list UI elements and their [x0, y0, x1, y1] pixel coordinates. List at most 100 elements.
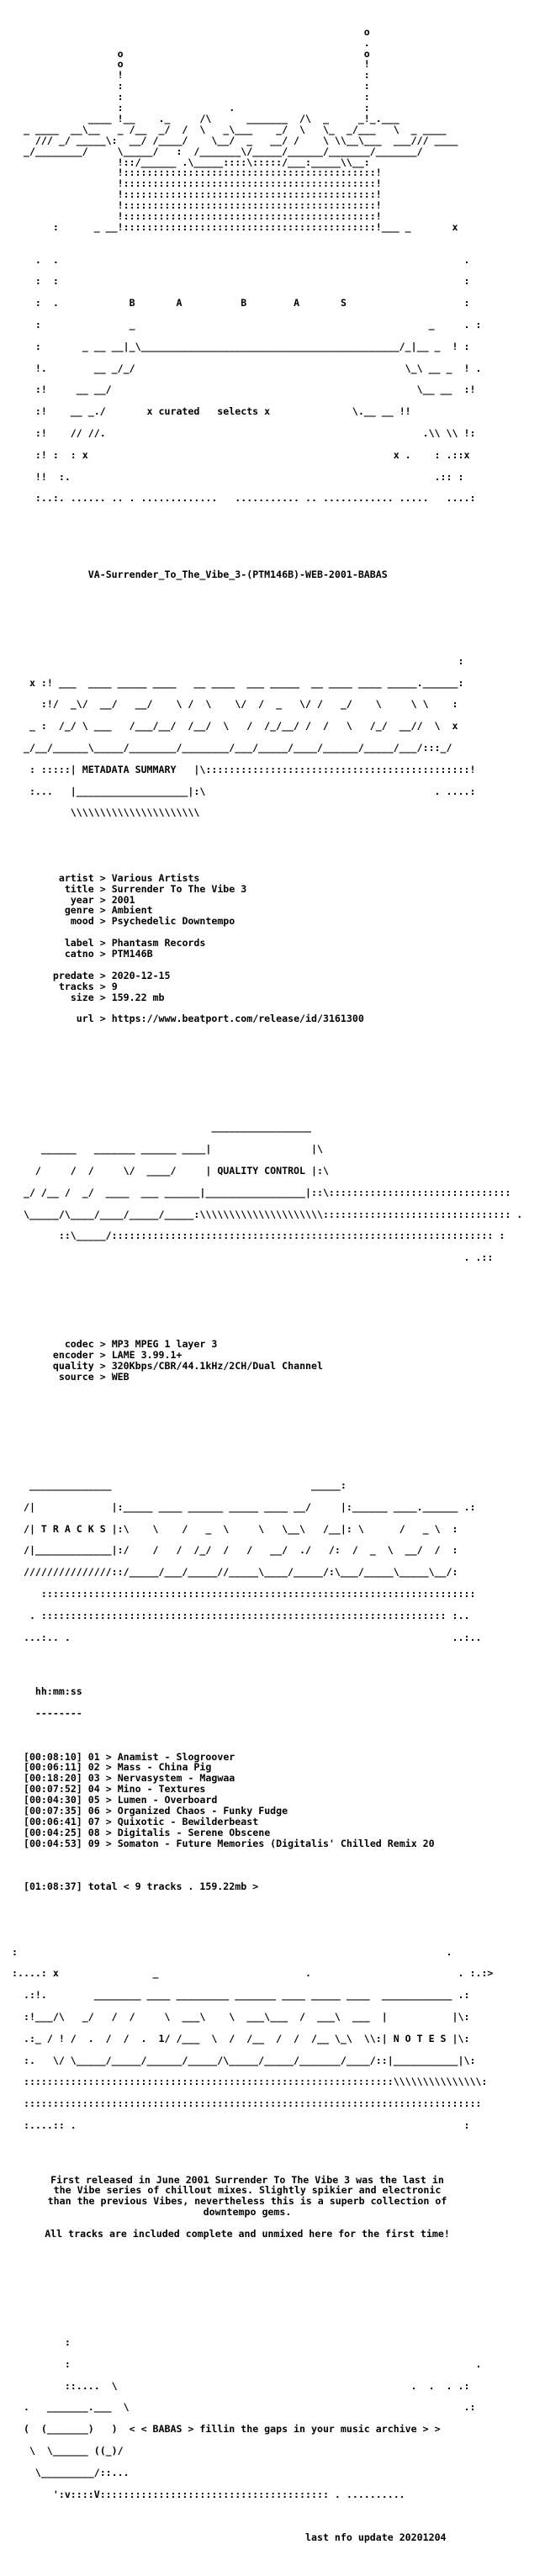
metadata-key: predate	[52, 969, 94, 981]
separator-arrow: >	[93, 915, 112, 928]
metadata-key: url	[76, 1013, 94, 1025]
metadata-row: url > https://www.beatport.com/release/i…	[12, 1013, 533, 1024]
metadata-key: tracks	[58, 980, 94, 992]
metadata-row: catno > PTM146B	[12, 949, 533, 960]
header-art-line: : . :	[12, 102, 370, 114]
metadata-list: artist > Various Artists title > Surrend…	[12, 871, 533, 1024]
metadata-value: 2001	[111, 893, 135, 906]
track-time: 00:18:20	[29, 1772, 77, 1785]
notes-line: All tracks are included complete and unm…	[45, 2227, 450, 2240]
group-letter-2: A	[176, 297, 183, 309]
separator-arrow: >	[93, 871, 112, 884]
track-time: 00:07:35	[29, 1804, 77, 1817]
metadata-value: Ambient	[111, 904, 153, 917]
separator-arrow: >	[93, 1371, 112, 1383]
quality-value: LAME 3.99.1+	[111, 1349, 183, 1362]
time-header: hh:mm:ss	[34, 1685, 82, 1698]
separator-arrow: >	[93, 991, 112, 1003]
notes-line: the Vibe series of chillout mixes. Sligh…	[53, 2184, 442, 2197]
track-title: Mino - Textures	[117, 1783, 206, 1796]
header-art-line: .	[12, 36, 370, 49]
track-title: Mass - China Pig	[117, 1761, 212, 1774]
metadata-row: year > 2001	[12, 893, 533, 906]
metadata-row: predate > 2020-12-15	[12, 969, 533, 981]
track-number: 04	[87, 1783, 100, 1796]
separator-arrow: >	[93, 1338, 112, 1351]
quality-banner: _________________ ______ _______ ______ …	[12, 1121, 523, 1264]
header-art-line: !:::::::::::::::::::::::::::::::::::::::…	[12, 199, 382, 212]
notes-line	[12, 2218, 483, 2229]
metadata-value: 2020-12-15	[111, 969, 171, 981]
quality-row: codec > MP3 MPEG 1 layer 3	[12, 1339, 533, 1350]
track-time: 00:04:53	[29, 1837, 77, 1849]
notes-text: First released in June 2001 Surrender To…	[12, 2173, 483, 2240]
notes-line: than the previous Vibes, nevertheless th…	[47, 2195, 447, 2208]
track-title: Organized Chaos - Funky Fudge	[117, 1804, 288, 1817]
header-art-line: !:::::::::::::::::::::::::::::::::::::::…	[12, 177, 382, 190]
separator-arrow: >	[93, 893, 112, 906]
notes-title: N O T E S	[393, 2032, 447, 2044]
notes-line: First released in June 2001 Surrender To…	[50, 2173, 444, 2186]
quality-title: QUALITY CONTROL	[217, 1164, 306, 1177]
header-art-line: _/________/ \_____/ : /_______\/_____/__…	[12, 145, 423, 157]
track-title: Anamist - Slogroover	[117, 1750, 235, 1763]
metadata-key: label	[64, 937, 94, 949]
header-art-line: /// _/ _____\: __/ /____/ \__/ _ __/ / \…	[12, 134, 458, 146]
track-time: 00:06:11	[29, 1761, 77, 1774]
quality-value: 320Kbps/CBR/44.1kHz/2CH/Dual Channel	[111, 1360, 323, 1373]
metadata-row: size > 159.22 mb	[12, 992, 533, 1003]
track-number: 07	[87, 1815, 100, 1828]
header-art-line: _ ____ __\__ _ /__ _/ / \ _\___ _/ \ \_ …	[12, 123, 447, 135]
track-title: Digitalis - Serene Obscene	[117, 1826, 271, 1838]
metadata-value: Psychedelic Downtempo	[111, 915, 235, 928]
group-letter-3: B	[241, 297, 247, 309]
header-art-line: !:::::::::::::::::::::::::::::::::::::::…	[12, 209, 382, 222]
track-number: 09	[87, 1837, 100, 1849]
quality-key: codec	[64, 1338, 94, 1351]
separator-arrow: >	[93, 1360, 112, 1373]
metadata-title: METADATA SUMMARY	[82, 763, 177, 775]
track-title: Nervasystem - Magwaa	[117, 1772, 235, 1785]
metadata-row: artist > Various Artists	[12, 871, 533, 884]
last-update: last nfo update 20201204	[305, 2531, 447, 2544]
header-art-line: o o	[12, 47, 370, 60]
header-logo-art: o . o o o !	[12, 26, 533, 233]
quality-row: quality > 320Kbps/CBR/44.1kHz/2CH/Dual C…	[12, 1361, 533, 1372]
metadata-row: title > Surrender To The Vibe 3	[12, 882, 533, 895]
metadata-key: year	[70, 893, 94, 906]
track-row: [00:04:53] 09 > Somaton - Future Memorie…	[12, 1837, 435, 1849]
metadata-key: artist	[58, 871, 94, 884]
header-art-line: !::/______ .\_____::::\:::::/___:_____\\…	[12, 156, 370, 168]
separator-arrow: >	[93, 980, 112, 992]
quality-list: codec > MP3 MPEG 1 layer 3 encoder > LAM…	[12, 1339, 533, 1383]
track-number: 06	[87, 1804, 100, 1817]
track-number: 02	[87, 1761, 100, 1774]
group-letter-5: S	[340, 297, 347, 309]
metadata-row: tracks > 9	[12, 981, 533, 992]
metadata-row: label > Phantasm Records	[12, 938, 533, 949]
quality-key: source	[58, 1371, 94, 1383]
metadata-value: Surrender To The Vibe 3	[111, 882, 247, 895]
header-art-line: !:::::::::::::::::::::::::::::::::::::::…	[12, 188, 382, 201]
separator-arrow: >	[93, 969, 112, 981]
track-title: Somaton - Future Memories (Digitalis' Ch…	[117, 1837, 435, 1849]
metadata-key: title	[64, 882, 94, 895]
metadata-key: genre	[64, 904, 94, 917]
group-letter-4: A	[294, 297, 300, 309]
group-letter-1: B	[129, 297, 135, 309]
metadata-banner: : x :! ___ ____ _____ ____ __ ____ ___ _…	[12, 654, 476, 819]
metadata-key: size	[70, 991, 94, 1003]
metadata-value: PTM146B	[111, 948, 153, 960]
metadata-value: Various Artists	[111, 871, 200, 884]
quality-row: encoder > LAME 3.99.1+	[12, 1350, 533, 1361]
quality-row: source > WEB	[12, 1372, 533, 1383]
footer-art: : : . ::.... \ . . . .: . _______.___ \	[12, 2335, 482, 2544]
metadata-row: mood > Psychedelic Downtempo	[12, 916, 533, 927]
notes-banner: : . :....: x _ . . :.:> .:!. ________ __…	[12, 1945, 494, 2131]
header-art-line: : _ __!:::::::::::::::::::::::::::::::::…	[12, 220, 458, 233]
metadata-row: genre > Ambient	[12, 905, 533, 916]
tracks-total: [01:08:37] total < 9 tracks . 159.22mb >	[23, 1880, 259, 1893]
quality-value: WEB	[111, 1371, 130, 1383]
track-title: Lumen - Overboard	[117, 1794, 218, 1806]
tracks-title: T R A C K S	[40, 1522, 106, 1535]
